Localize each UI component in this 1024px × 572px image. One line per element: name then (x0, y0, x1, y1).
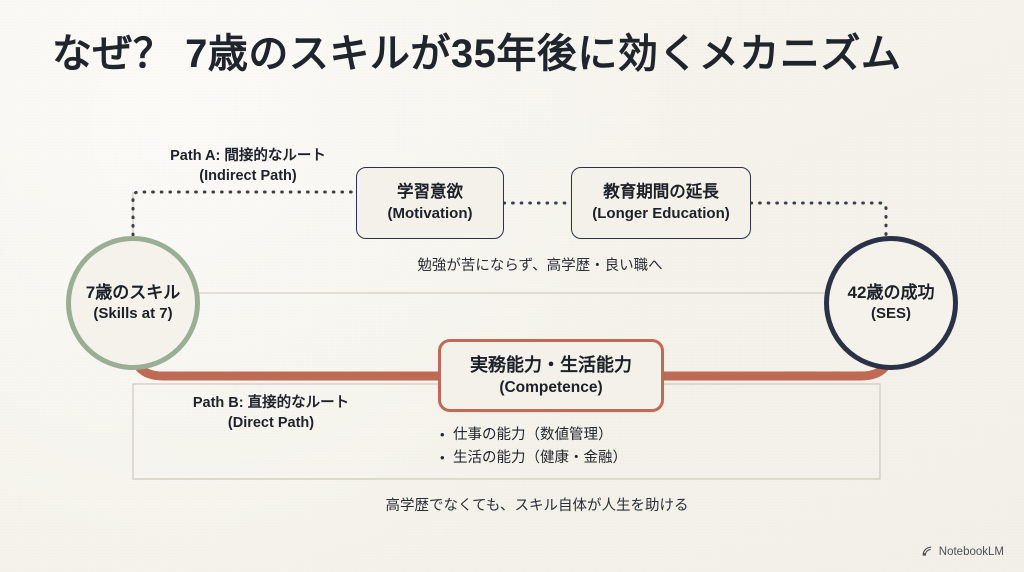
node-ses-at-42[interactable]: 42歳の成功 (SES) (824, 236, 958, 370)
node-skills-at-7-en: (Skills at 7) (93, 305, 173, 323)
path-a-label-en: (Indirect Path) (199, 167, 297, 184)
box-motivation-en: (Motivation) (387, 204, 473, 222)
notebooklm-watermark-label: NotebookLM (938, 545, 1004, 558)
path-a-label: Path A: 間接的なルート (Indirect Path) (152, 147, 344, 186)
page-title: なぜ？ 7歳のスキルが35年後に効くメカニズム (52, 32, 902, 76)
list-item: • 生活の能力（健康・金融） (440, 447, 720, 470)
competence-bullet-list: • 仕事の能力（数値管理） • 生活の能力（健康・金融） (440, 424, 720, 471)
list-item: • 仕事の能力（数値管理） (440, 424, 720, 447)
node-ses-at-42-jp: 42歳の成功 (847, 283, 935, 302)
competence-bullet-2: 生活の能力（健康・金融） (453, 450, 627, 467)
box-longer-education[interactable]: 教育期間の延長 (Longer Education) (571, 167, 751, 239)
notebooklm-watermark: NotebookLM (921, 545, 1004, 558)
node-ses-at-42-en: (SES) (870, 305, 911, 323)
node-skills-at-7-jp: 7歳のスキル (85, 283, 181, 302)
bullet-dot-icon: • (440, 450, 445, 466)
box-motivation-jp: 学習意欲 (397, 183, 463, 202)
box-motivation[interactable]: 学習意欲 (Motivation) (356, 167, 504, 239)
notebooklm-spark-icon (921, 545, 934, 558)
path-a-label-jp: Path A: 間接的なルート (170, 148, 326, 164)
competence-bullet-1: 仕事の能力（数値管理） (453, 427, 613, 443)
path-b-label-jp: Path B: 直接的なルート (192, 395, 350, 411)
path-b-caption: 高学歴でなくても、スキル自体が人生を助ける (385, 498, 689, 514)
box-competence-jp: 実務能力・生活能力 (470, 354, 632, 375)
node-skills-at-7[interactable]: 7歳のスキル (Skills at 7) (66, 236, 200, 370)
path-b-label: Path B: 直接的なルート (Direct Path) (166, 394, 376, 433)
box-competence[interactable]: 実務能力・生活能力 (Competence) (438, 339, 664, 412)
path-a-wire-right (749, 201, 888, 242)
box-longer-education-jp: 教育期間の延長 (603, 183, 719, 202)
box-longer-education-en: (Longer Education) (592, 204, 730, 222)
box-competence-en: (Competence) (499, 379, 603, 397)
path-b-label-en: (Direct Path) (227, 414, 315, 431)
path-a-caption: 勉強が苦にならず、高学歴・良い職へ (417, 258, 663, 274)
path-a-wire-left (131, 190, 358, 254)
path-a-frame (132, 192, 880, 294)
bullet-dot-icon: • (440, 427, 445, 442)
